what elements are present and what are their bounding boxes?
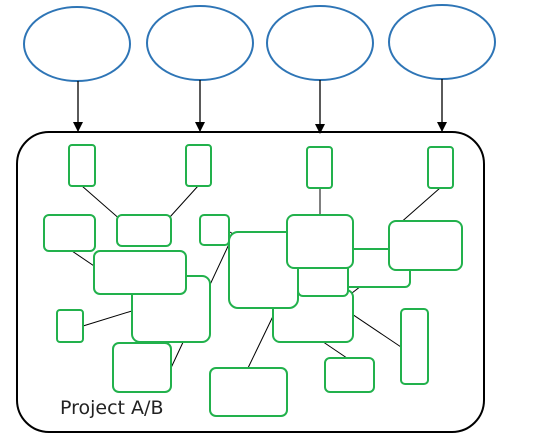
project-label: Project A/B: [60, 397, 164, 419]
component-l: [286, 214, 354, 269]
component-d: [93, 250, 187, 295]
external-node-2: [146, 5, 254, 81]
project-container: [16, 131, 485, 433]
component-e: [56, 309, 84, 343]
component-top-2: [185, 144, 212, 187]
external-node-1: [23, 6, 131, 82]
component-f: [112, 342, 172, 393]
component-g: [199, 214, 230, 246]
components: [43, 144, 463, 417]
component-m: [388, 220, 463, 271]
component-a: [43, 214, 96, 252]
component-b: [116, 214, 172, 247]
component-top-3: [306, 146, 333, 189]
external-node-3: [266, 5, 374, 81]
component-top-1: [68, 144, 96, 187]
component-k: [228, 231, 299, 309]
external-nodes: [23, 4, 496, 82]
link-6: [82, 309, 136, 327]
arrows: [73, 79, 447, 134]
component-top-4: [427, 146, 454, 189]
link-9: [247, 309, 277, 369]
component-n: [400, 308, 429, 385]
component-p: [324, 357, 375, 393]
component-o: [209, 367, 288, 417]
external-node-4: [388, 4, 496, 80]
